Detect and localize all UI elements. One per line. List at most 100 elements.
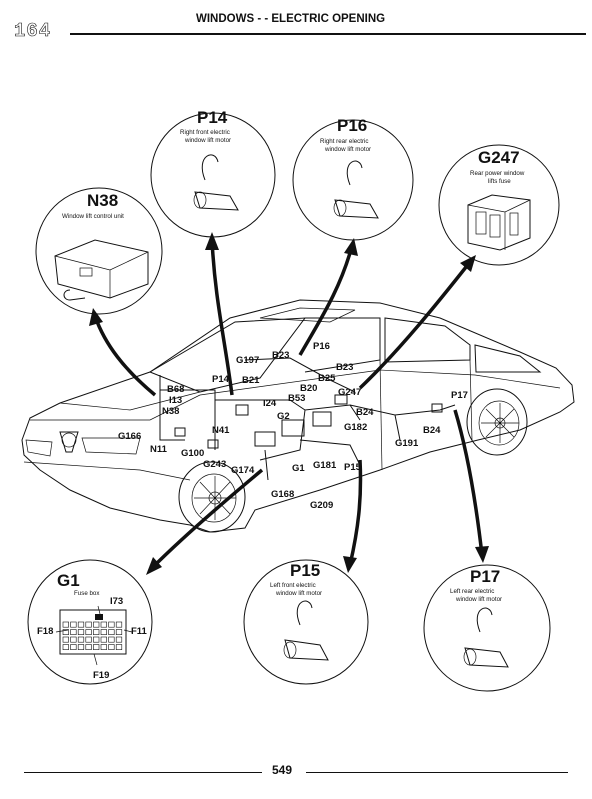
fuse-slot (93, 636, 100, 643)
callout-p17-desc1: Left rear electric (450, 588, 494, 595)
label-g191: G191 (395, 438, 419, 449)
fuse-slot (70, 629, 77, 635)
callout-p16-desc1: Right rear electric (320, 138, 369, 145)
callout-p14-desc1: Right front electric (180, 129, 230, 136)
label-p17: P17 (451, 390, 468, 401)
callout-g1: G1 Fuse box I73 F18 F11 F19 (27, 559, 153, 685)
label-p15: P15 (344, 462, 362, 473)
callout-p16: P16 Right rear electric window lift moto… (292, 116, 414, 241)
fuse-slot (100, 644, 107, 650)
fuse-slot (85, 629, 92, 635)
callout-p15-code: P15 (290, 561, 320, 580)
callout-g1-f11: F11 (131, 626, 148, 637)
fuse-slot (108, 644, 115, 650)
fuse-box-icon (55, 605, 133, 666)
front-wheel (178, 461, 246, 533)
callout-g1-f19: F19 (93, 670, 109, 681)
fuse-slot (77, 644, 85, 650)
callout-n38: N38 Window lift control unit (35, 187, 163, 315)
header-rule (70, 33, 586, 35)
callout-p14-code: P14 (197, 108, 228, 127)
label-b23: B23 (336, 362, 353, 373)
callout-n38-code: N38 (87, 191, 118, 210)
callout-g247-code: G247 (478, 148, 520, 167)
fuse-slot (115, 636, 123, 643)
label-i13: I13 (169, 395, 182, 406)
fuse-slot (93, 629, 100, 635)
page-title: WINDOWS - - ELECTRIC OPENING (196, 13, 386, 25)
motor-icon (463, 607, 509, 668)
page-number: 549 (272, 763, 293, 777)
callout-p15: P15 Left front electric window lift moto… (243, 559, 369, 685)
control-unit-icon (54, 239, 149, 301)
fuse-slot (70, 644, 77, 650)
fuse-slot (77, 636, 85, 643)
fuse-slot (115, 644, 123, 650)
fuse-slot (62, 636, 69, 643)
arrow-head-p14 (205, 232, 219, 250)
callout-g1-f18: F18 (37, 626, 53, 637)
fuse-slot (85, 621, 92, 628)
footer-rule-right (306, 772, 568, 773)
callout-g247-desc1: Rear power window (470, 170, 525, 177)
component-labels: P16 B23 G197 B23 B25 P14 B21 B68 B20 G24… (118, 341, 468, 511)
label-b21: B21 (242, 375, 260, 386)
label-g243: G243 (203, 459, 226, 470)
rear-wheel (466, 388, 528, 456)
label-g100: G100 (181, 448, 204, 459)
fuse-slot (115, 621, 123, 628)
motor-icon (333, 160, 379, 219)
label-b53: B53 (288, 393, 305, 404)
callout-p17-code: P17 (470, 567, 500, 586)
label-g166: G166 (118, 431, 141, 442)
label-g2: G2 (277, 411, 290, 422)
fuse-slot (62, 644, 69, 650)
label-b24: B24 (423, 425, 441, 436)
callout-p16-desc2: window lift motor (324, 146, 371, 153)
callout-p15-desc1: Left front electric (270, 582, 316, 589)
fuse-slot (62, 621, 69, 628)
label-b68: B68 (167, 384, 184, 395)
fuse-slot (100, 621, 107, 628)
label-p14: P14 (212, 374, 230, 385)
fuse-slot (108, 636, 115, 643)
arrow-head-g1 (146, 557, 162, 575)
fuse-slot (85, 636, 92, 643)
label-g181: G181 (313, 460, 337, 471)
fuse-slot (77, 621, 85, 628)
label-g174: G174 (231, 465, 255, 476)
fuse-slot (100, 629, 107, 635)
arrow-head-p15 (343, 556, 357, 573)
arrow-head-n38 (89, 308, 103, 326)
label-b20: B20 (300, 383, 317, 394)
callout-p17-desc2: window lift motor (455, 596, 502, 603)
arrow-head-g247 (460, 255, 476, 272)
fuse-slot (70, 621, 77, 628)
callout-g1-desc1: Fuse box (74, 590, 100, 597)
label-g182: G182 (344, 422, 367, 433)
label-n11: N11 (150, 444, 168, 455)
label-b25: B25 (318, 373, 336, 384)
car-illustration (21, 299, 575, 533)
arrow-head-p17 (475, 546, 489, 563)
label-b24: B24 (356, 407, 374, 418)
fuse-slot (93, 621, 100, 628)
label-p16: P16 (313, 341, 330, 352)
fuse-slot (77, 629, 85, 635)
fuse-slot (93, 644, 100, 650)
callout-g1-i73: I73 (110, 596, 123, 607)
label-g247: G247 (338, 387, 361, 398)
label-g197: G197 (236, 355, 259, 366)
fuse-icon (467, 194, 531, 251)
motor-icon (283, 600, 329, 661)
callout-p17: P17 Left rear electric window lift motor (423, 564, 551, 692)
label-g209: G209 (310, 500, 333, 511)
motor-icon (193, 154, 239, 211)
label-b23: B23 (272, 350, 289, 361)
callout-g1-code: G1 (57, 571, 80, 590)
arrow-head-p16 (344, 238, 358, 256)
fuse-slot (108, 629, 115, 635)
label-g1: G1 (292, 463, 305, 474)
